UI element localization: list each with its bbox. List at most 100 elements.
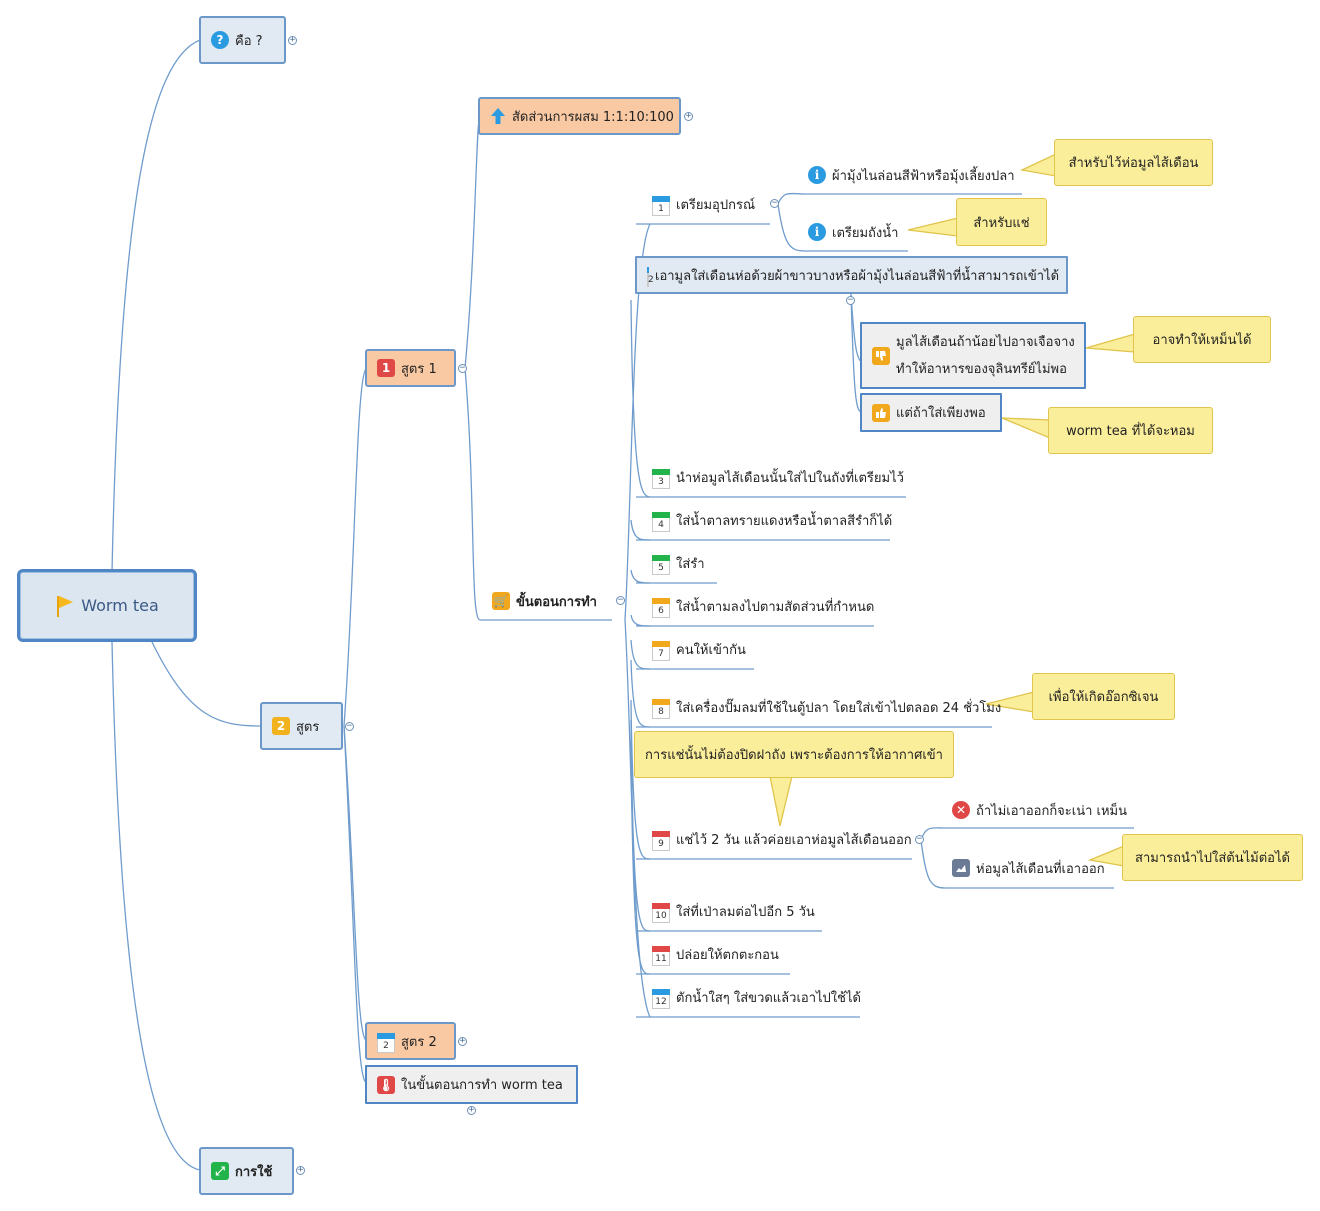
step-2[interactable]: 2 เอามูลใส่เดือนห่อด้วยผ้าขาวบางหรือผ้าม…	[635, 256, 1068, 294]
collapse-toggle[interactable]: −	[616, 595, 625, 605]
sub-enough-label: แต่ถ้าใส่เพียงพอ	[896, 406, 986, 421]
topic-process-note-label: ในขั้นตอนการทำ worm tea	[401, 1078, 563, 1093]
note-net-text: สำหรับไว้ห่อมูลไส้เดือน	[1068, 156, 1199, 171]
step-7[interactable]: 7 คนให้เข้ากัน	[650, 636, 748, 662]
topic-recipes-label: สูตร	[296, 719, 320, 735]
note-bag[interactable]: สามารถนำไปใส่ต้นไม้ต่อได้	[1122, 834, 1303, 881]
topic-ratio[interactable]: สัดส่วนการผสม 1:1:10:100	[478, 97, 681, 135]
thermometer-icon: 🌡	[377, 1075, 395, 1094]
calendar-9-icon: 9	[652, 831, 670, 851]
info-icon: i	[808, 223, 826, 241]
sub-enough[interactable]: แต่ถ้าใส่เพียงพอ	[860, 393, 1002, 432]
expand-toggle[interactable]: +	[684, 111, 693, 121]
step-12-label: ตักน้ำใสๆ ใส่ขวดแล้วเอาไปใช้ได้	[676, 990, 861, 1006]
sub-bag-label: ห่อมูลไส้เดือนที่เอาออก	[976, 861, 1105, 877]
link-root-recipes	[151, 641, 263, 727]
sub-rot[interactable]: ✕ ถ้าไม่เอาออกก็จะเน่า เหม็น	[950, 798, 1129, 822]
link-recipes-formula2	[343, 725, 368, 1042]
expand-arrows-icon: ⤢	[211, 1162, 229, 1180]
note-bag-text: สามารถนำไปใส่ต้นไม้ต่อได้	[1135, 851, 1290, 866]
step-3-label: นำห่อมูลไส้เดือนนั้นใส่ไปในถังที่เตรียมไ…	[676, 470, 904, 486]
link-root-what	[111, 39, 201, 573]
thumbs-down-icon	[872, 346, 890, 365]
note-too-little[interactable]: อาจทำให้เหม็นได้	[1133, 316, 1271, 363]
step-11-label: ปล่อยให้ตกตะกอน	[676, 947, 779, 963]
expand-toggle[interactable]: +	[296, 1165, 305, 1175]
note-oxygen-text: เพื่อให้เกิดอ๊อกซิเจน	[1048, 690, 1159, 705]
step-5[interactable]: 5 ใส่รำ	[650, 550, 707, 576]
thumbs-up-icon	[872, 403, 890, 422]
number-1-badge-icon: 1	[377, 359, 395, 377]
flag-icon	[55, 594, 75, 618]
step-10[interactable]: 10 ใส่ที่เป่าลมต่อไปอีก 5 วัน	[650, 898, 817, 924]
sub-too-little-line-1: มูลไส้เดือนถ้าน้อยไปอาจเจือจาง	[896, 334, 1075, 350]
root-topic[interactable]: Worm tea	[17, 569, 197, 642]
calendar-3-icon: 3	[652, 469, 670, 489]
sub-too-little-line-2: ทำให้อาหารของจุลินทรีย์ไม่พอ	[896, 361, 1067, 377]
collapse-toggle[interactable]: −	[345, 721, 354, 731]
calendar-12-icon: 12	[652, 989, 670, 1009]
collapse-toggle[interactable]: −	[915, 834, 924, 844]
topic-formula-2[interactable]: 2 สูตร 2	[365, 1022, 456, 1060]
sub-net[interactable]: i ผ้ามุ้งไนล่อนสีฟ้าหรือมุ้งเลี้ยงปลา	[806, 164, 1017, 186]
step-8[interactable]: 8 ใส่เครื่องปั๊มลมที่ใช้ในตู้ปลา โดยใส่เ…	[650, 694, 1003, 720]
calendar-6-icon: 6	[652, 598, 670, 618]
step-1-label: เตรียมอุปกรณ์	[676, 197, 756, 213]
step-1[interactable]: 1 เตรียมอุปกรณ์	[650, 191, 757, 217]
link-recipes-processnote	[343, 725, 368, 1084]
calendar-10-icon: 10	[652, 903, 670, 923]
step-3[interactable]: 3 นำห่อมูลไส้เดือนนั้นใส่ไปในถังที่เตรีย…	[650, 464, 906, 490]
step-12[interactable]: 12 ตักน้ำใสๆ ใส่ขวดแล้วเอาไปใช้ได้	[650, 984, 863, 1010]
step-6[interactable]: 6 ใส่น้ำตามลงไปตามสัดส่วนที่กำหนด	[650, 593, 876, 619]
step-4[interactable]: 4 ใส่น้ำตาลทรายแดงหรือน้ำตาลสีรำก็ได้	[650, 507, 894, 533]
step-10-label: ใส่ที่เป่าลมต่อไปอีก 5 วัน	[676, 904, 815, 920]
calendar-2-icon: 2	[377, 1033, 395, 1053]
topic-recipes[interactable]: 2 สูตร	[260, 702, 343, 750]
note-enough[interactable]: worm tea ที่ได้จะหอม	[1048, 407, 1213, 454]
link-formula1-steps	[464, 367, 612, 621]
note-lid[interactable]: การแช่นั้นไม่ต้องปิดฝาถัง เพราะต้องการให…	[634, 731, 954, 778]
step-7-label: คนให้เข้ากัน	[676, 642, 746, 658]
step-8-label: ใส่เครื่องปั๊มลมที่ใช้ในตู้ปลา โดยใส่เข้…	[676, 700, 1002, 716]
number-2-badge-icon: 2	[272, 717, 290, 735]
topic-use[interactable]: ⤢ การใช้	[199, 1147, 294, 1195]
sub-net-label: ผ้ามุ้งไนล่อนสีฟ้าหรือมุ้งเลี้ยงปลา	[832, 168, 1015, 184]
topic-formula-1[interactable]: 1 สูตร 1	[365, 349, 456, 387]
topic-use-label: การใช้	[235, 1164, 273, 1180]
expand-toggle[interactable]: +	[288, 35, 297, 45]
note-tank-text: สำหรับแช่	[973, 215, 1030, 231]
cart-icon: 🛒	[492, 592, 510, 610]
topic-ratio-label: สัดส่วนการผสม 1:1:10:100	[512, 109, 674, 125]
sub-too-little[interactable]: มูลไส้เดือนถ้าน้อยไปอาจเจือจาง ทำให้อาหา…	[860, 322, 1086, 389]
step-11[interactable]: 11 ปล่อยให้ตกตะกอน	[650, 941, 781, 967]
root-label: Worm tea	[81, 596, 159, 615]
collapse-toggle[interactable]: −	[458, 363, 467, 373]
expand-toggle[interactable]: +	[458, 1036, 467, 1046]
topic-process-note[interactable]: 🌡 ในขั้นตอนการทำ worm tea	[365, 1065, 578, 1104]
expand-toggle[interactable]: +	[467, 1105, 476, 1115]
topic-steps[interactable]: 🛒 ขั้นตอนการทำ	[490, 589, 599, 613]
topic-formula-1-label: สูตร 1	[401, 361, 437, 377]
note-oxygen[interactable]: เพื่อให้เกิดอ๊อกซิเจน	[1032, 673, 1175, 720]
calendar-2-icon: 2	[647, 267, 654, 287]
note-too-little-text: อาจทำให้เหม็นได้	[1152, 333, 1252, 348]
up-arrow-icon	[490, 107, 506, 125]
sub-tank[interactable]: i เตรียมถังน้ำ	[806, 221, 900, 243]
collapse-toggle[interactable]: −	[770, 198, 779, 208]
calendar-5-icon: 5	[652, 555, 670, 575]
sub-bag[interactable]: ห่อมูลไส้เดือนที่เอาออก	[950, 856, 1107, 880]
note-net[interactable]: สำหรับไว้ห่อมูลไส้เดือน	[1054, 139, 1213, 186]
step-9[interactable]: 9 แช่ไว้ 2 วัน แล้วค่อยเอาห่อมูลไส้เดือน…	[650, 826, 914, 852]
note-tank[interactable]: สำหรับแช่	[956, 198, 1047, 246]
info-icon: i	[808, 166, 826, 184]
topic-what[interactable]: ? คือ ?	[199, 16, 286, 64]
link-formula1-ratio	[464, 115, 481, 369]
note-enough-text: worm tea ที่ได้จะหอม	[1066, 424, 1195, 439]
calendar-11-icon: 11	[652, 946, 670, 966]
calendar-8-icon: 8	[652, 699, 670, 719]
sub-tank-label: เตรียมถังน้ำ	[832, 225, 899, 241]
step-9-label: แช่ไว้ 2 วัน แล้วค่อยเอาห่อมูลไส้เดือนออ…	[676, 832, 912, 848]
collapse-toggle[interactable]: −	[846, 295, 855, 305]
chart-icon	[952, 859, 970, 877]
